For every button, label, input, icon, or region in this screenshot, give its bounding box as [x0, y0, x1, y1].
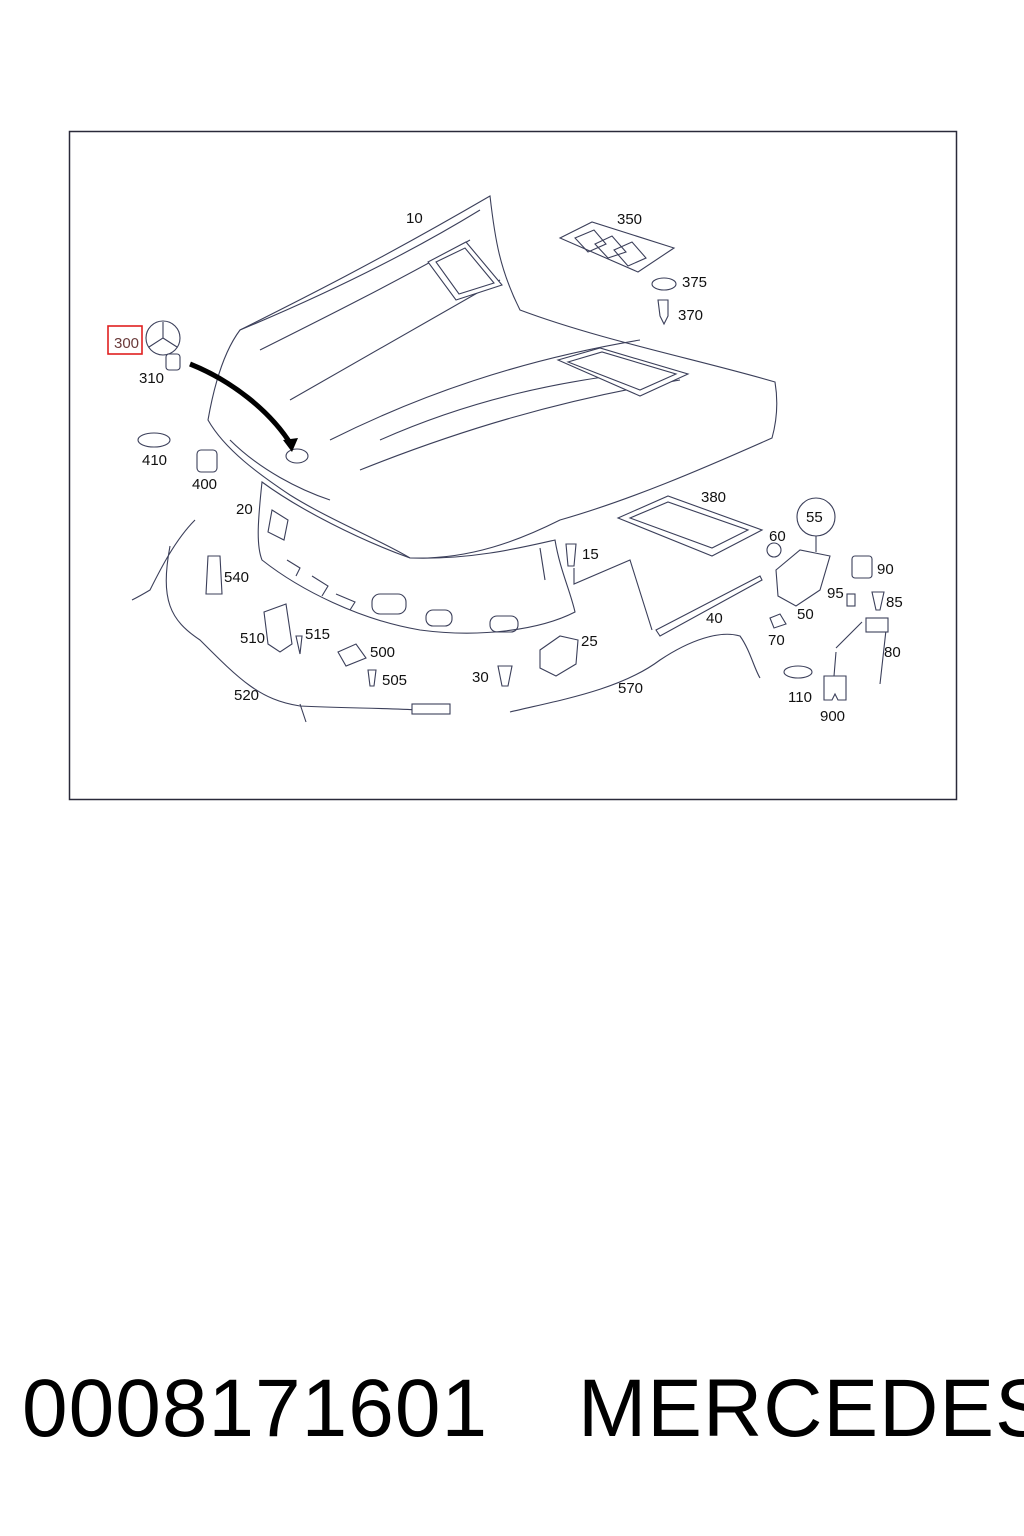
- callout-55: 55: [806, 509, 823, 526]
- callout-70: 70: [768, 632, 785, 649]
- hood-latch: [775, 549, 831, 607]
- grommet-540: [205, 555, 223, 595]
- emblem-pointer-arrow: [189, 361, 295, 448]
- callout-10: 10: [406, 210, 423, 227]
- clip-95: [846, 593, 856, 607]
- bumper-400: [196, 449, 218, 473]
- star-emblem-icon: [145, 320, 181, 356]
- callout-20: 20: [236, 501, 253, 518]
- callout-310: 310: [139, 370, 164, 387]
- hood-parts-diagram: 10 350 375 370 300 310 410 400 20 380 55…: [68, 130, 958, 801]
- clip-30: [497, 665, 513, 687]
- callout-90: 90: [877, 561, 894, 578]
- connector-900: [823, 675, 847, 701]
- callout-400: 400: [192, 476, 217, 493]
- bracket-510: [263, 603, 293, 653]
- callout-110: 110: [788, 689, 812, 706]
- part-number: 0008171601: [22, 1363, 489, 1454]
- seal-frame: [616, 495, 764, 557]
- callout-515: 515: [305, 626, 330, 643]
- callout-900: 900: [820, 708, 845, 725]
- callout-350: 350: [617, 211, 642, 228]
- callout-375: 375: [682, 274, 707, 291]
- screw-505: [367, 669, 377, 687]
- callout-570: 570: [618, 680, 643, 697]
- gas-strut: [655, 575, 763, 637]
- callout-410: 410: [142, 452, 167, 469]
- latch-500: [337, 643, 367, 667]
- washer-375: [651, 277, 677, 291]
- callout-25: 25: [581, 633, 598, 650]
- emblem-clip: [165, 353, 181, 371]
- highlight-box-300: [107, 325, 143, 355]
- pad-410: [137, 432, 171, 448]
- vent-grille: [558, 221, 676, 273]
- bolt-70: [769, 613, 787, 629]
- screw-370: [657, 299, 669, 326]
- callout-300: 300: [114, 335, 139, 352]
- switch-90: [851, 555, 873, 579]
- hood-insulation: [257, 480, 576, 634]
- callout-60: 60: [769, 528, 786, 545]
- nut-60: [766, 542, 782, 558]
- callout-85: 85: [886, 594, 903, 611]
- pin-15: [565, 543, 577, 567]
- callout-380: 380: [701, 489, 726, 506]
- callout-505: 505: [382, 672, 407, 689]
- release-cable: [509, 633, 761, 713]
- hood-panel: [207, 195, 778, 559]
- bracket-25: [539, 635, 579, 677]
- callout-50: 50: [797, 606, 814, 623]
- release-cable-left: [131, 519, 421, 711]
- callout-95: 95: [827, 585, 844, 602]
- callout-40: 40: [706, 610, 723, 627]
- screw-515: [295, 635, 303, 655]
- callout-370: 370: [678, 307, 703, 324]
- callout-540: 540: [224, 569, 249, 586]
- callout-500: 500: [370, 644, 395, 661]
- callout-80: 80: [884, 644, 901, 661]
- callout-520: 520: [234, 687, 259, 704]
- brand-name: MERCEDES: [578, 1363, 1024, 1454]
- callout-30: 30: [472, 669, 489, 686]
- callout-510: 510: [240, 630, 265, 647]
- callout-15: 15: [582, 546, 599, 563]
- screw-85: [871, 591, 885, 611]
- cap-110: [783, 665, 813, 679]
- diagram-frame: [68, 130, 958, 801]
